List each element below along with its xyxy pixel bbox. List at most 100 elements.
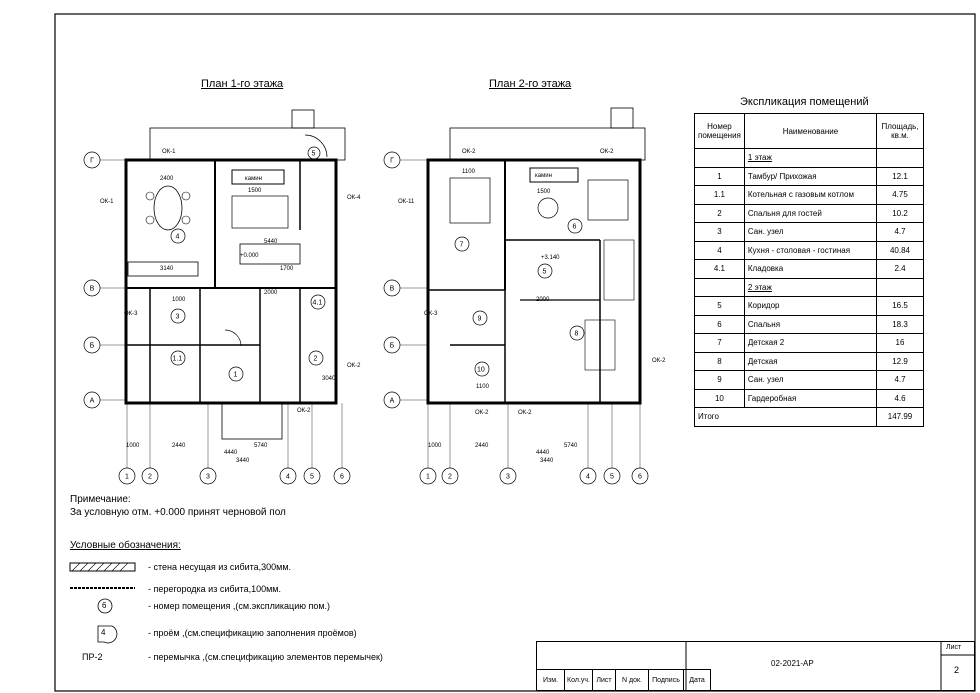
window-label: ОК-3: [424, 311, 438, 317]
room-number: 4: [176, 234, 180, 241]
room-number: 8: [575, 331, 579, 338]
total-area: 147.99: [876, 407, 924, 427]
room-number: 1.1: [173, 356, 183, 363]
row-name: Сан. узел: [743, 370, 878, 390]
col-number: Номер помещения: [694, 113, 745, 149]
window-label: ОК-2: [297, 408, 311, 414]
row-area: 40.84: [876, 240, 924, 260]
row-name: 1 этаж: [743, 148, 878, 168]
row-number: 8: [694, 351, 745, 371]
row-area: 4.7: [876, 370, 924, 390]
room-number: 3: [176, 314, 180, 321]
row-area: [876, 148, 924, 168]
row-area: [876, 277, 924, 297]
row-name: Коридор: [743, 296, 878, 316]
row-name: 2 этаж: [743, 277, 878, 297]
axis-label: Г: [390, 158, 394, 165]
window-label: ОК-2: [600, 149, 614, 155]
window-label: ОК-4: [347, 195, 361, 201]
dimension-label: 2000: [536, 297, 550, 303]
axis-label: 5: [310, 474, 314, 481]
plan-1-title: План 1-го этажа: [201, 78, 284, 90]
dimension-label: 1000: [126, 443, 140, 449]
room-number: 5: [543, 269, 547, 276]
window-label: ОК-2: [652, 358, 666, 364]
plan-floor-1-labels: камин +0.000 ОК-1 ОК-1 ОК-4 ОК-3 ОК-2 ОК…: [100, 149, 361, 464]
dimension-label: 2440: [475, 443, 489, 449]
title-block-column: Подпись: [648, 669, 684, 691]
window-label: ОК-11: [398, 199, 415, 205]
room-number: 2: [314, 356, 318, 363]
row-area: 4.6: [876, 388, 924, 408]
axis-label: 6: [638, 474, 642, 481]
row-name: Гардеробная: [743, 388, 878, 408]
dimension-label: 3440: [540, 458, 554, 464]
legend-room-symbol: 6: [102, 601, 107, 610]
axis-label: 3: [506, 474, 510, 481]
title-block-column: Изм.: [536, 669, 565, 691]
title-block-column: N док.: [615, 669, 649, 691]
explication-row: 2 этаж: [694, 277, 924, 297]
axis-label: 5: [610, 474, 614, 481]
axis-label: А: [90, 398, 95, 405]
plan-floor-2: [426, 107, 646, 405]
title-block-column: Лист: [592, 669, 616, 691]
dimension-label: 1100: [462, 169, 476, 175]
axis-label: 2: [448, 474, 452, 481]
legend-opening-symbol: 4: [101, 628, 106, 637]
row-number: 9: [694, 370, 745, 390]
legend-wall: - стена несущая из сибита,300мм.: [148, 562, 292, 572]
level-mark-1: +0.000: [240, 253, 259, 259]
dimension-label: 3040: [322, 376, 336, 382]
col-area: Площадь, кв.м.: [876, 113, 924, 149]
row-area: 2.4: [876, 259, 924, 279]
legend-partition: - перегородка из сибита,100мм.: [148, 584, 281, 594]
row-number: 6: [694, 314, 745, 334]
fireplace-label-1: камин: [245, 176, 262, 182]
dimension-label: 1500: [537, 189, 551, 195]
axis-label: Г: [90, 158, 94, 165]
dimension-label: 5740: [254, 443, 268, 449]
dimension-label: 5740: [564, 443, 578, 449]
legend-room: - номер помещения ,(см.экспликацию пом.): [148, 601, 331, 611]
axis-label: 6: [340, 474, 344, 481]
row-number: 3: [694, 222, 745, 242]
row-name: Детская 2: [743, 333, 878, 353]
title-block-column: Дата: [683, 669, 711, 691]
row-number: 5: [694, 296, 745, 316]
window-label: ОК-2: [475, 410, 489, 416]
row-name: Тамбур/ Прихожая: [743, 166, 878, 186]
room-number: 10: [477, 367, 485, 374]
dimension-label: 1100: [476, 384, 490, 390]
room-number: 5: [312, 151, 316, 158]
axis-label: 2: [148, 474, 152, 481]
explication-row: 1 этаж: [694, 148, 924, 168]
window-label: ОК-2: [347, 363, 361, 369]
axis-label: А: [390, 398, 395, 405]
row-name: Спальня: [743, 314, 878, 334]
dimension-label: 3140: [160, 266, 174, 272]
row-number: 2: [694, 203, 745, 223]
axis-label: 4: [286, 474, 290, 481]
legend-lintel-symbol: ПР-2: [82, 652, 103, 662]
row-area: 16.5: [876, 296, 924, 316]
row-number: 1: [694, 166, 745, 186]
note-heading: Примечание:: [70, 494, 131, 505]
plan-2-title: План 2-го этажа: [489, 78, 572, 90]
row-area: 12.9: [876, 351, 924, 371]
row-number: [694, 277, 745, 297]
dimension-label: 1000: [172, 297, 186, 303]
row-area: 18.3: [876, 314, 924, 334]
row-name: Котельная с газовым котлом: [743, 185, 878, 205]
